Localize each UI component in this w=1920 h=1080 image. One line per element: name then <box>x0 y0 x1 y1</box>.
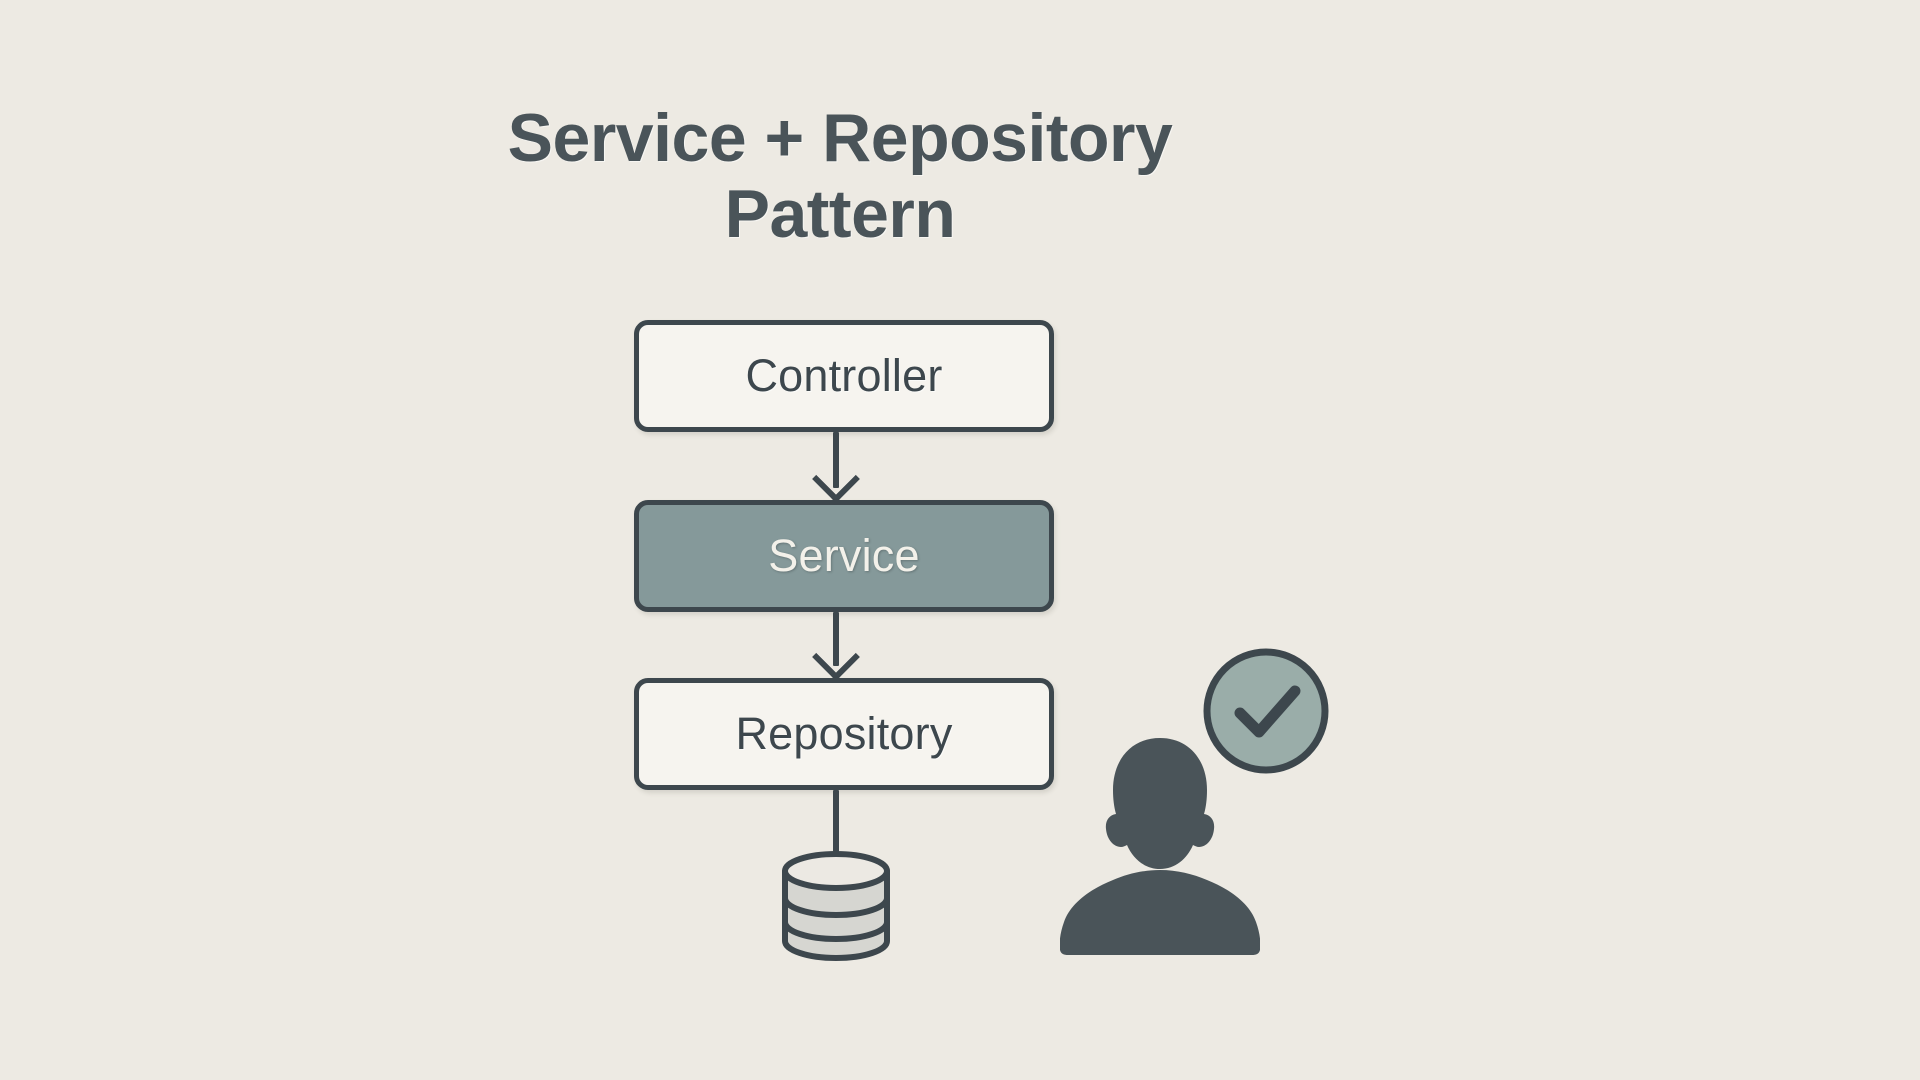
flow-node-service[interactable]: Service <box>634 500 1054 612</box>
flow-node-controller-label: Controller <box>745 350 943 401</box>
arrow-head-controller-to-service-icon <box>811 454 861 504</box>
check-circle-icon <box>1200 645 1332 777</box>
flow-node-repository[interactable]: Repository <box>634 678 1054 790</box>
user-silhouette-icon <box>1059 730 1261 955</box>
page-title: Service + Repository Pattern <box>340 100 1340 252</box>
connector-repository-to-database <box>833 790 839 852</box>
database-cylinder-icon <box>778 850 894 962</box>
flow-node-controller[interactable]: Controller <box>634 320 1054 432</box>
connector-controller-to-service <box>833 432 839 488</box>
flow-node-service-label: Service <box>768 530 920 581</box>
arrow-head-service-to-repository-icon <box>811 632 861 682</box>
page-title-line-1: Service + Repository <box>507 100 1173 176</box>
connector-service-to-repository <box>833 612 839 666</box>
page-title-line-2: Pattern <box>724 176 956 253</box>
flow-node-repository-label: Repository <box>735 708 953 759</box>
